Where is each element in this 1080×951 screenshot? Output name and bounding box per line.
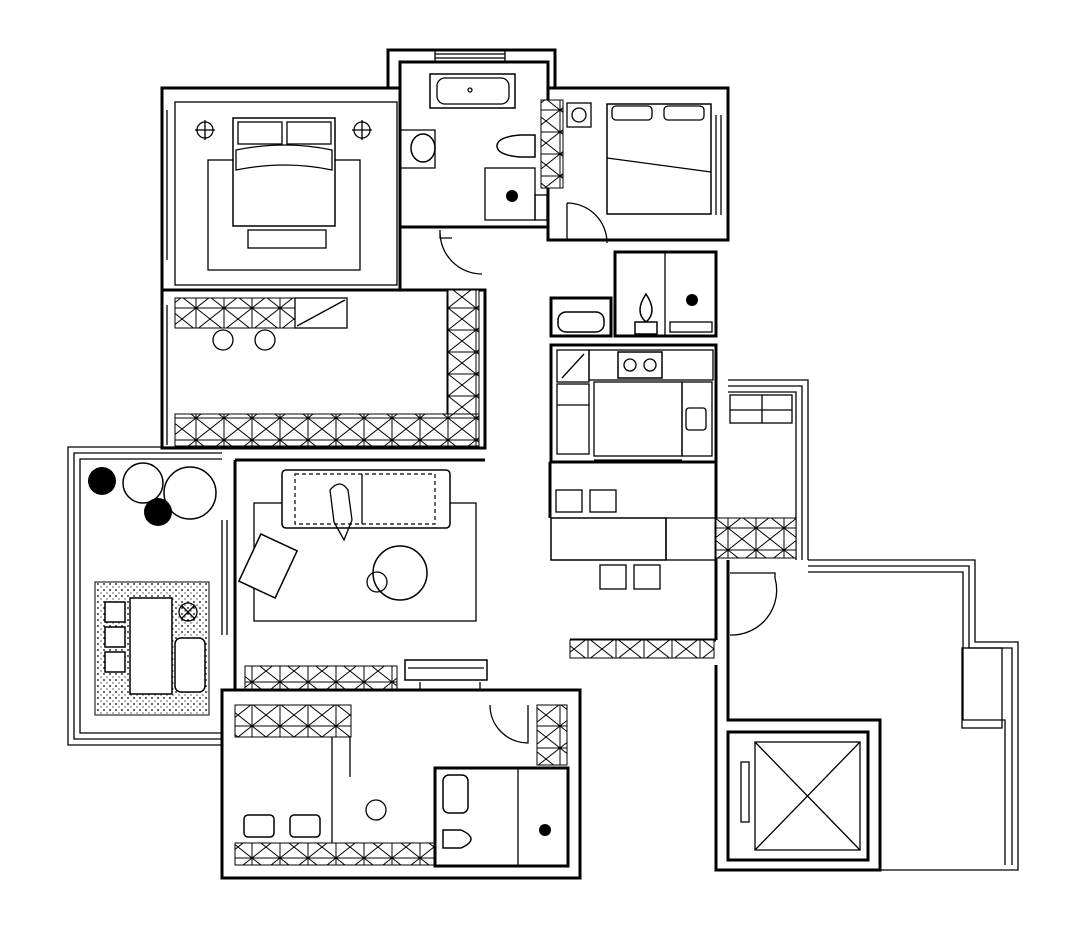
bed (232, 117, 336, 227)
chair-icon (212, 329, 234, 351)
living-room (233, 458, 797, 691)
stove (617, 351, 663, 379)
study (160, 288, 487, 450)
dining-table (550, 517, 667, 561)
terrace (714, 559, 1019, 872)
sink (410, 133, 436, 163)
study-cabinet (174, 413, 480, 447)
chair-icon (365, 799, 387, 821)
third-bathroom (433, 766, 570, 868)
elevator (726, 730, 870, 862)
nightstand (566, 102, 592, 128)
armchair (237, 532, 299, 600)
plant-icon (122, 462, 164, 504)
shower (484, 167, 536, 221)
sink (685, 407, 707, 431)
kitchen (549, 343, 718, 464)
bench (247, 229, 327, 249)
plant-icon (144, 498, 172, 526)
sofa (281, 469, 451, 529)
master-bedroom (160, 86, 402, 292)
tv-cabinet (244, 665, 398, 691)
wardrobe (540, 99, 564, 189)
main-bathroom (386, 48, 557, 275)
garden-balcony (67, 446, 228, 746)
plant-icon (163, 466, 217, 520)
chair-icon (254, 329, 276, 351)
person-icon (329, 483, 353, 542)
piano (404, 659, 488, 681)
service-balcony (728, 379, 809, 560)
tub (557, 311, 605, 333)
second-bedroom (540, 86, 730, 244)
toilet (496, 134, 536, 158)
bathtub (429, 73, 516, 109)
plant-icon (88, 467, 116, 495)
secondary-bathroom (549, 250, 718, 338)
table (129, 597, 173, 695)
third-bedroom (220, 688, 582, 880)
bed (606, 103, 712, 215)
